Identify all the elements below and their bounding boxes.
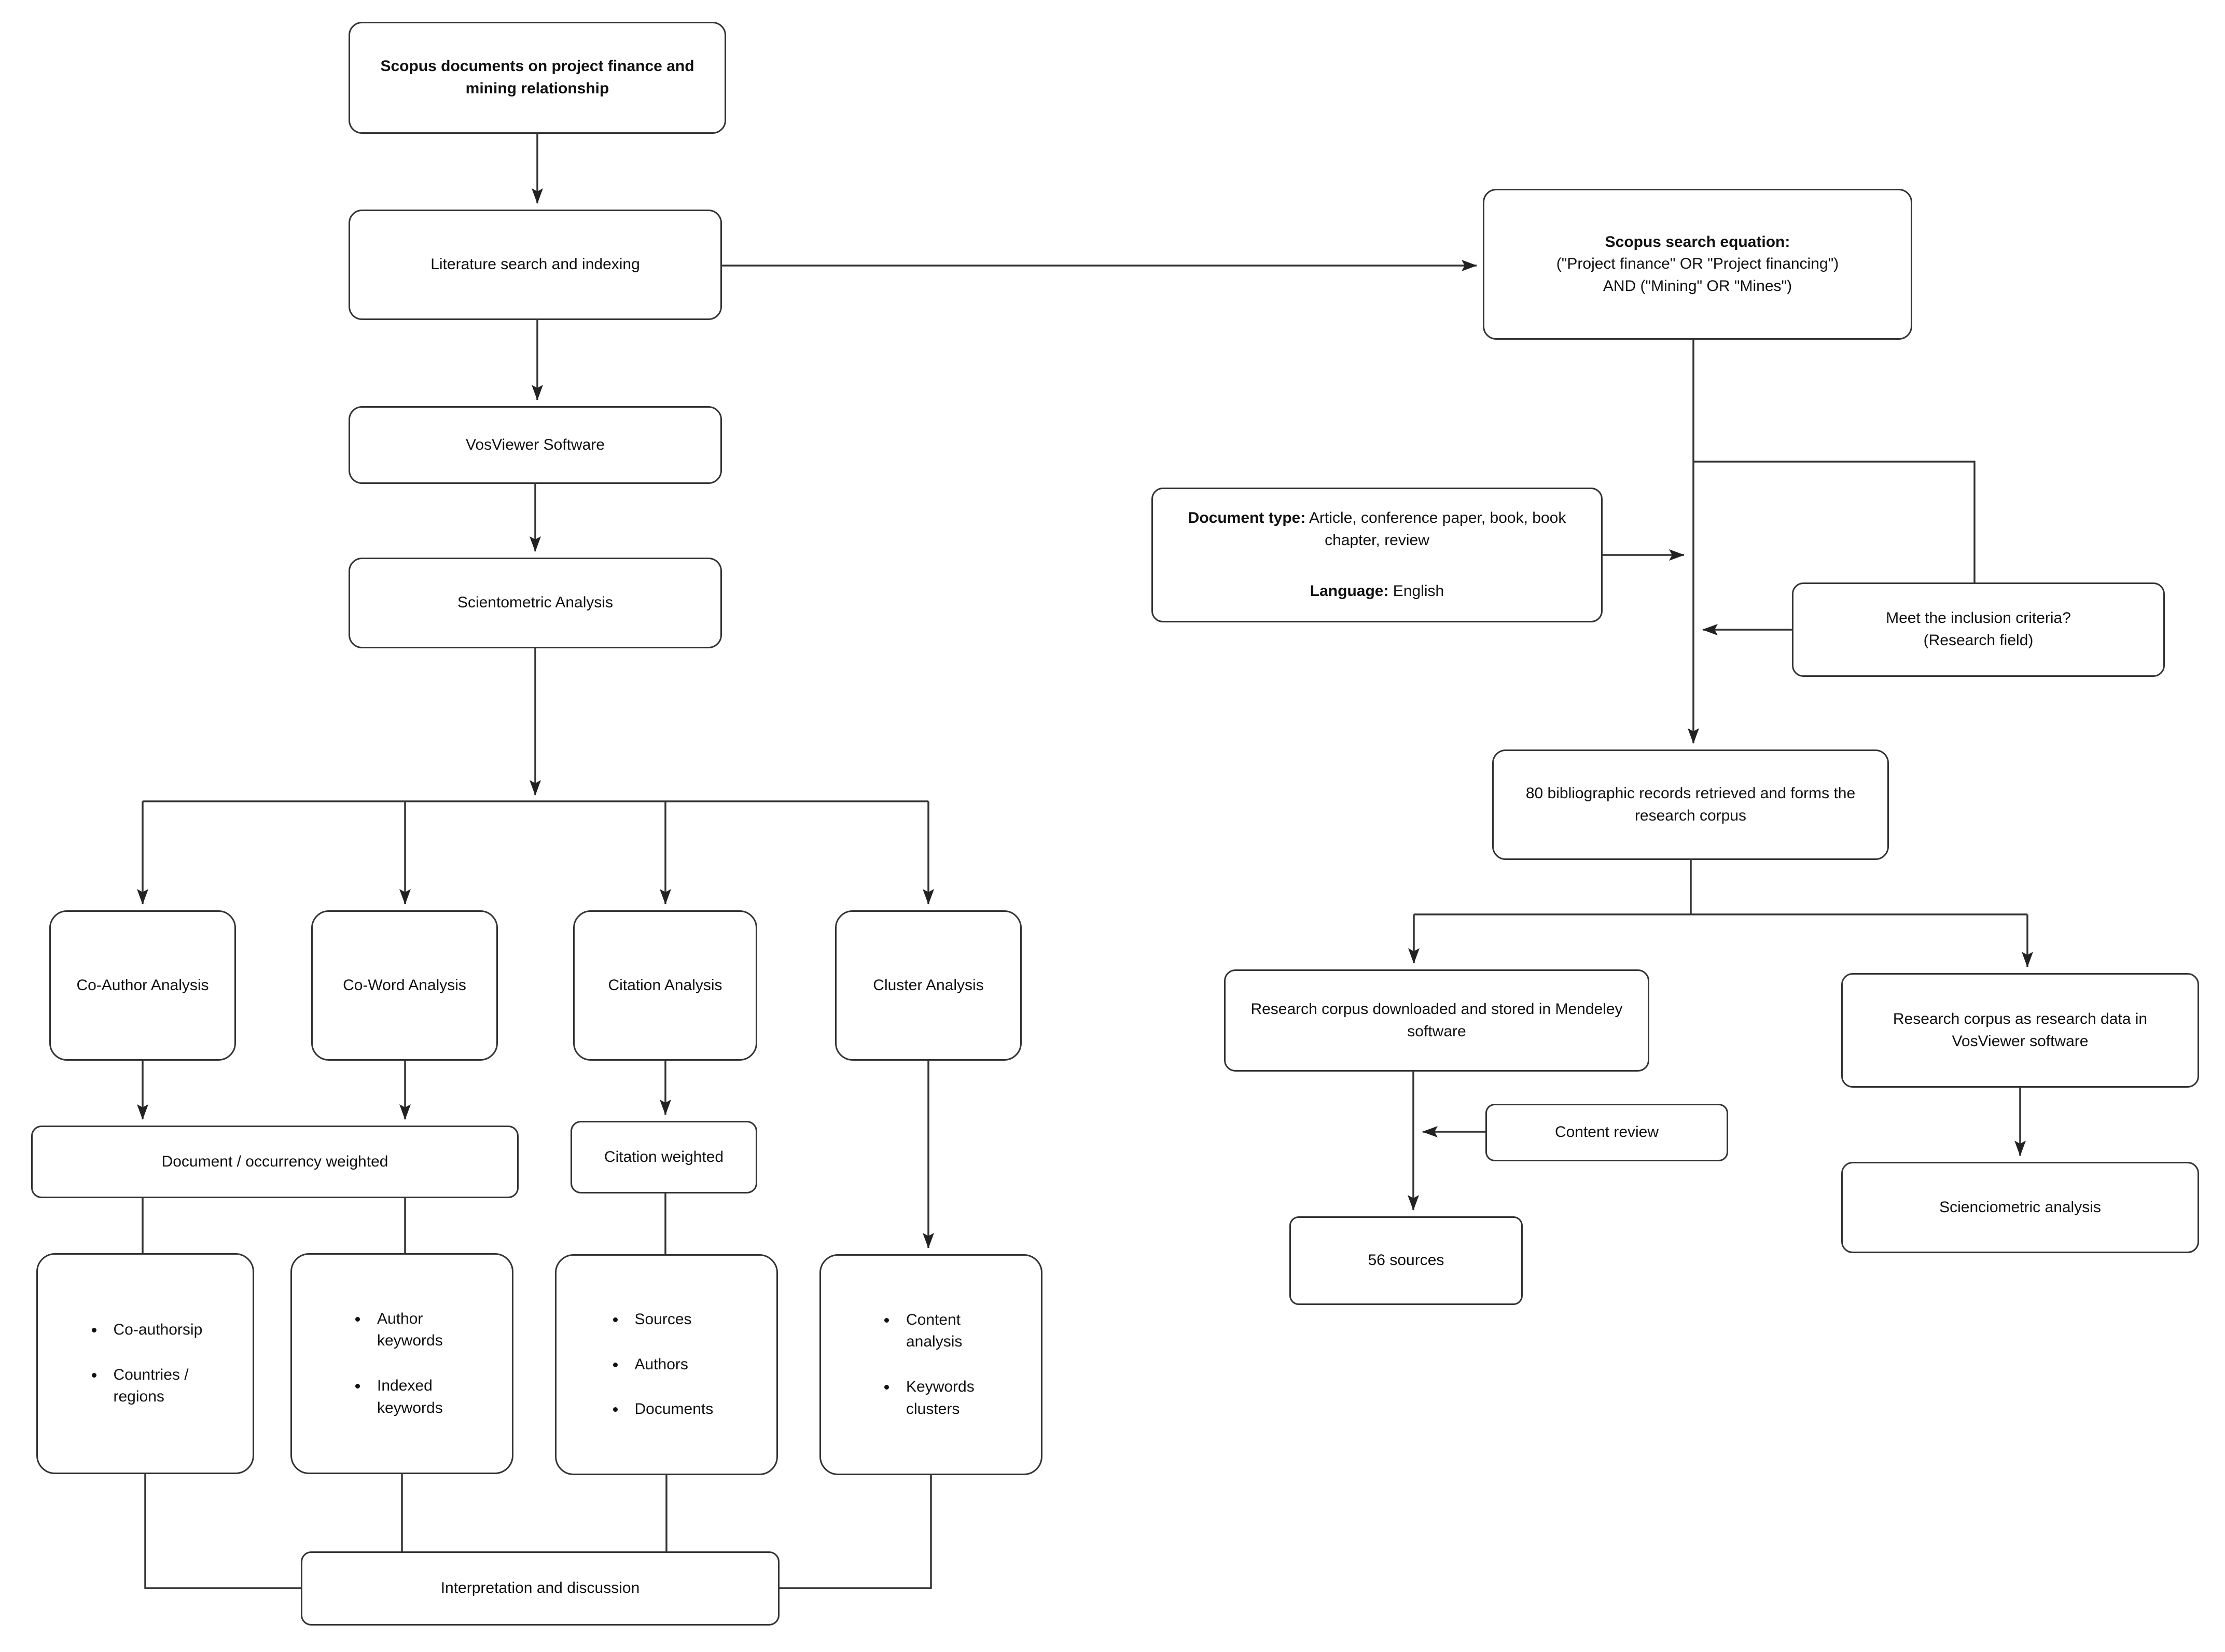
bullet-item: Author keywords xyxy=(368,1308,460,1352)
node-document-occurrency-weighted: Document / occurrency weighted xyxy=(31,1126,519,1198)
citation-bullet-list: Sources Authors Documents xyxy=(602,1309,732,1421)
equation-line2: AND ("Mining" OR "Mines") xyxy=(1603,277,1792,295)
node-interpretation-label: Interpretation and discussion xyxy=(440,1579,640,1597)
node-citation-weighted: Citation weighted xyxy=(571,1121,757,1193)
co-author-bullet-list: Co-authorsip Countries / regions xyxy=(80,1319,211,1408)
document-type-value: Article, conference paper, book, book ch… xyxy=(1305,509,1566,549)
node-vosviewer-data: Research corpus as research data in VosV… xyxy=(1841,973,2199,1088)
bullet-item-label: Sources xyxy=(634,1311,692,1328)
bullet-item: Sources xyxy=(625,1309,732,1331)
language-value: English xyxy=(1388,582,1444,600)
node-citation-analysis-label: Citation Analysis xyxy=(608,976,722,994)
bullet-item-label: Authors xyxy=(634,1355,688,1373)
node-bibliographic-records-label: 80 bibliographic records retrieved and f… xyxy=(1525,784,1856,824)
node-scopus-documents: Scopus documents on project finance and … xyxy=(349,22,726,134)
bullet-item-label: Keywords clusters xyxy=(906,1378,975,1418)
node-citation-analysis: Citation Analysis xyxy=(573,910,757,1061)
node-56-sources-label: 56 sources xyxy=(1368,1252,1444,1269)
node-interpretation: Interpretation and discussion xyxy=(301,1551,780,1626)
cluster-bullet-list: Content analysis Keywords clusters xyxy=(873,1309,989,1420)
node-56-sources: 56 sources xyxy=(1289,1216,1523,1305)
node-document-occurrency-weighted-label: Document / occurrency weighted xyxy=(161,1153,388,1170)
inclusion-criteria-line1: Meet the inclusion criteria? xyxy=(1886,609,2071,627)
node-document-type: Document type: Article, conference paper… xyxy=(1151,488,1603,622)
node-co-author-analysis: Co-Author Analysis xyxy=(49,910,236,1061)
node-mendeley: Research corpus downloaded and stored in… xyxy=(1224,969,1649,1072)
node-vosviewer-software-label: VosViewer Software xyxy=(466,436,605,453)
bullet-item-label: Co-authorsip xyxy=(113,1321,203,1339)
language-label: Language: xyxy=(1310,582,1389,600)
node-vosviewer-data-label: Research corpus as research data in VosV… xyxy=(1893,1010,2148,1050)
node-co-word-bullets: Author keywords Indexed keywords xyxy=(290,1253,513,1474)
bullet-item: Indexed keywords xyxy=(368,1375,460,1419)
node-content-review: Content review xyxy=(1485,1104,1728,1161)
equation-title: Scopus search equation: xyxy=(1605,233,1790,251)
node-bibliographic-records: 80 bibliographic records retrieved and f… xyxy=(1492,749,1889,860)
equation-line1: ("Project finance" OR "Project financing… xyxy=(1556,255,1839,273)
bullet-item: Keywords clusters xyxy=(897,1376,989,1420)
bullet-item-label: Countries / regions xyxy=(113,1366,189,1406)
document-type-label: Document type: xyxy=(1188,509,1306,527)
line-coauthorbullets-to-interpretation xyxy=(144,1474,301,1589)
bullet-item: Countries / regions xyxy=(104,1364,211,1408)
document-type-line: Document type: Article, conference paper… xyxy=(1167,507,1587,551)
node-scientometric-analysis: Scientometric Analysis xyxy=(349,558,722,648)
node-citation-weighted-label: Citation weighted xyxy=(604,1148,724,1165)
bullet-item: Authors xyxy=(625,1354,732,1376)
language-line: Language: English xyxy=(1310,580,1444,603)
node-co-word-analysis-label: Co-Word Analysis xyxy=(343,976,466,994)
co-word-bullet-list: Author keywords Indexed keywords xyxy=(344,1308,460,1419)
node-co-author-analysis-label: Co-Author Analysis xyxy=(76,976,209,994)
bullet-item: Co-authorsip xyxy=(104,1319,211,1341)
node-co-author-bullets: Co-authorsip Countries / regions xyxy=(36,1253,254,1474)
node-inclusion-criteria: Meet the inclusion criteria? (Research f… xyxy=(1792,582,2165,677)
bullet-item-label: Indexed keywords xyxy=(377,1377,443,1417)
bullet-item-label: Author keywords xyxy=(377,1310,443,1350)
line-records-split xyxy=(1414,860,2027,915)
node-scientometric-analysis-label: Scientometric Analysis xyxy=(457,594,614,612)
node-mendeley-label: Research corpus downloaded and stored in… xyxy=(1250,1000,1623,1040)
bullet-item: Content analysis xyxy=(897,1309,989,1353)
node-cluster-analysis-label: Cluster Analysis xyxy=(873,976,984,994)
node-scienciometric-analysis: Scienciometric analysis xyxy=(1841,1162,2199,1253)
node-co-word-analysis: Co-Word Analysis xyxy=(311,910,498,1061)
node-scopus-documents-label: Scopus documents on project finance and … xyxy=(380,58,694,97)
node-citation-bullets: Sources Authors Documents xyxy=(555,1254,778,1475)
node-scopus-search-equation: Scopus search equation: ("Project financ… xyxy=(1483,189,1912,340)
line-elbow-to-inclusion xyxy=(1693,461,1976,582)
node-content-review-label: Content review xyxy=(1554,1123,1659,1141)
bullet-item-label: Content analysis xyxy=(906,1311,963,1351)
node-literature-search-label: Literature search and indexing xyxy=(430,256,640,273)
node-scienciometric-analysis-label: Scienciometric analysis xyxy=(1939,1198,2101,1216)
node-cluster-bullets: Content analysis Keywords clusters xyxy=(819,1254,1042,1475)
inclusion-criteria-line2: (Research field) xyxy=(1923,632,2034,649)
node-vosviewer-software: VosViewer Software xyxy=(349,406,722,484)
line-clusterbullets-to-interpretation xyxy=(780,1475,932,1589)
node-literature-search: Literature search and indexing xyxy=(349,210,722,320)
node-cluster-analysis: Cluster Analysis xyxy=(835,910,1022,1061)
bullet-item-label: Documents xyxy=(634,1400,714,1418)
bullet-item: Documents xyxy=(625,1398,732,1421)
